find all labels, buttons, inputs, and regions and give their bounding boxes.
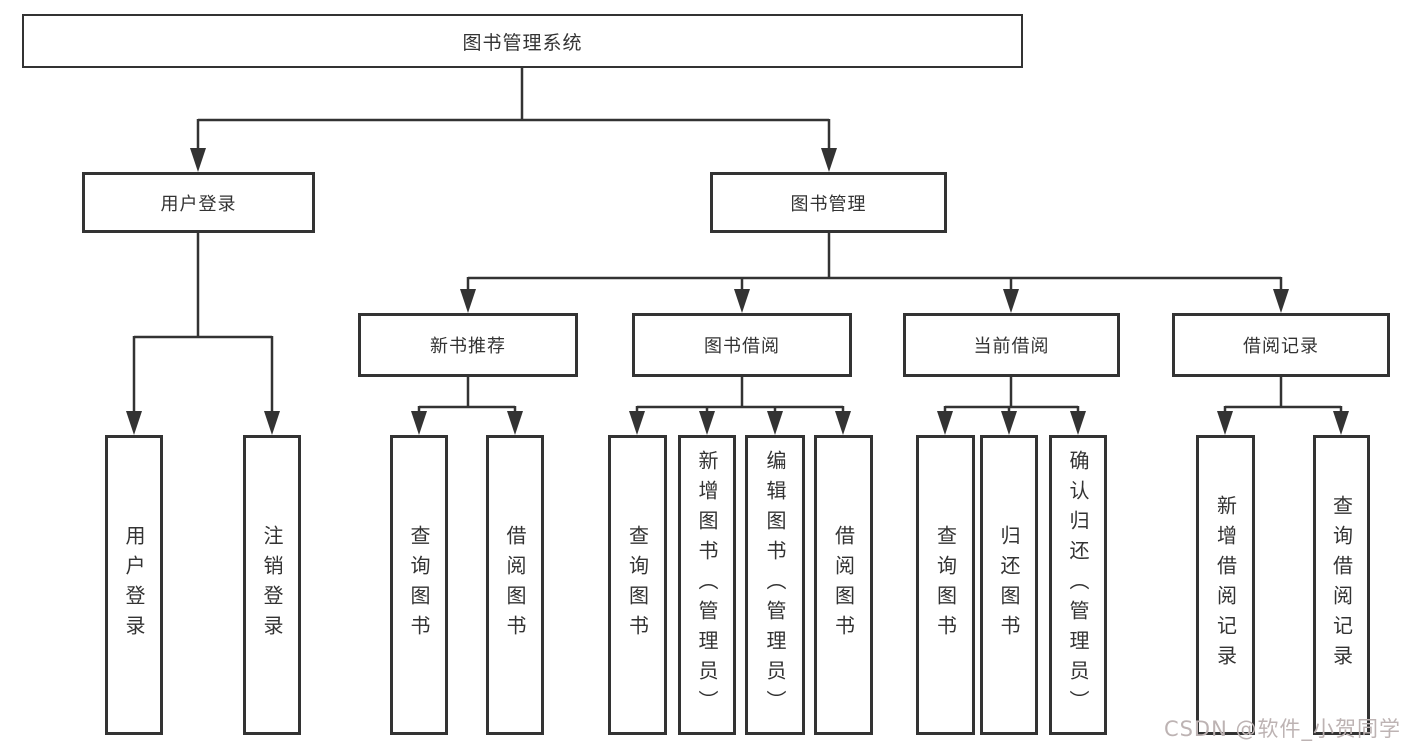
node-user-login: 用户登录 (82, 172, 315, 233)
node-root-book-management-system: 图书管理系统 (22, 14, 1023, 68)
leaf-label: 借阅图书 (503, 525, 527, 645)
leaf-user-login: 用户登录 (105, 435, 163, 735)
leaf-label: 确认归还（管理员） (1066, 450, 1090, 720)
leaf-label: 查询借阅记录 (1329, 495, 1354, 675)
leaf-return-books: 归还图书 (980, 435, 1038, 735)
leaf-borrow-books-recommend: 借阅图书 (486, 435, 544, 735)
leaf-query-books-recommend: 查询图书 (390, 435, 448, 735)
leaf-query-books-borrowing: 查询图书 (608, 435, 667, 735)
leaf-label: 新增图书（管理员） (695, 450, 719, 720)
leaf-query-books-current: 查询图书 (916, 435, 975, 735)
leaf-add-books-admin: 新增图书（管理员） (678, 435, 736, 735)
node-book-management: 图书管理 (710, 172, 947, 233)
leaf-label: 借阅图书 (831, 525, 856, 645)
leaf-label: 新增借阅记录 (1213, 495, 1238, 675)
leaf-label: 查询图书 (407, 525, 431, 645)
leaf-label: 查询图书 (625, 525, 650, 645)
node-current-borrowing: 当前借阅 (903, 313, 1120, 377)
leaf-borrow-books-borrowing: 借阅图书 (814, 435, 873, 735)
leaf-query-borrow-record: 查询借阅记录 (1313, 435, 1370, 735)
node-borrowing-records: 借阅记录 (1172, 313, 1390, 377)
leaf-edit-books-admin: 编辑图书（管理员） (745, 435, 805, 735)
leaf-confirm-return-admin: 确认归还（管理员） (1049, 435, 1107, 735)
node-book-borrowing: 图书借阅 (632, 313, 852, 377)
leaf-add-borrow-record: 新增借阅记录 (1196, 435, 1255, 735)
leaf-label: 编辑图书（管理员） (763, 450, 787, 720)
leaf-label: 注销登录 (260, 525, 284, 645)
leaf-label: 归还图书 (997, 525, 1021, 645)
csdn-watermark: CSDN @软件_小贺同学 (1163, 717, 1401, 741)
leaf-label: 用户登录 (122, 525, 146, 645)
leaf-logout: 注销登录 (243, 435, 301, 735)
leaf-label: 查询图书 (933, 525, 958, 645)
node-new-book-recommendation: 新书推荐 (358, 313, 578, 377)
